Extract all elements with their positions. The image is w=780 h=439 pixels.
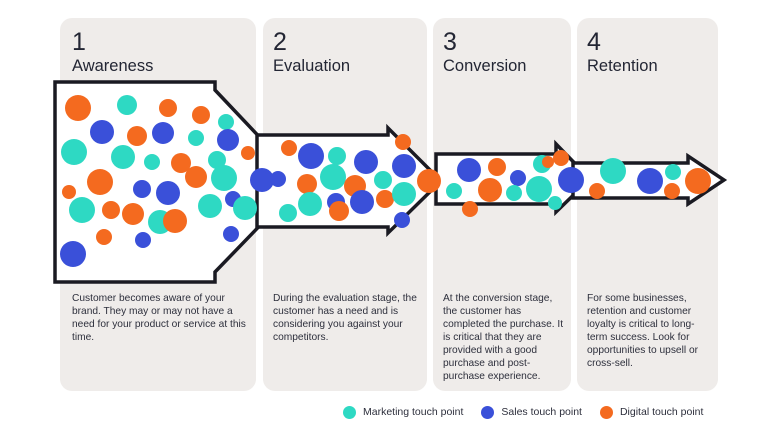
sales-touch-point [133,180,151,198]
sales-touch-point [350,190,374,214]
digital-touch-point [542,156,554,168]
stage-description-awareness: Customer becomes aware of your brand. Th… [72,293,246,343]
stage-panel-retention [577,18,718,391]
digital-touch-point [122,203,144,225]
marketing-touch-point [374,171,392,189]
digital-touch-point [87,169,113,195]
digital-touch-point [395,134,411,150]
stage-title-retention: Retention [587,57,658,75]
sales-touch-point [250,168,274,192]
sales-touch-point [394,212,410,228]
stage-title-evaluation: Evaluation [273,57,351,75]
sales-touch-point [270,171,286,187]
stage-description-conversion: At the conversion stage, the customer ha… [443,293,564,382]
marketing-touch-point [117,95,137,115]
digital-touch-point [102,201,120,219]
digital-touch-point [185,166,207,188]
legend-sales-dot [481,405,495,419]
stage-number-3: 3 [443,28,458,56]
marketing-touch-point [526,176,552,202]
marketing-touch-point [320,164,346,190]
legend-item-sales: Sales touch point [481,405,582,419]
digital-touch-point [685,168,711,194]
digital-touch-point [281,140,297,156]
legend-marketing-label: Marketing touch point [363,406,464,418]
marketing-touch-point [208,151,226,169]
marketing-touch-point [111,145,135,169]
sales-touch-point [558,167,584,193]
digital-touch-point [163,209,187,233]
marketing-touch-point [211,165,237,191]
digital-touch-point [417,169,441,193]
legend: Marketing touch point Sales touch point … [343,402,721,422]
digital-touch-point [329,201,349,221]
digital-touch-point [65,95,91,121]
stage-number-2: 2 [273,28,288,56]
marketing-touch-point [233,196,257,220]
sales-touch-point [354,150,378,174]
sales-touch-point [156,181,180,205]
legend-sales-label: Sales touch point [501,406,582,418]
digital-touch-point [553,150,569,166]
marketing-touch-point [392,182,416,206]
digital-touch-point [241,146,255,160]
digital-touch-point [192,106,210,124]
marketing-touch-point [144,154,160,170]
marketing-touch-point [198,194,222,218]
marketing-touch-point [298,192,322,216]
sales-touch-point [60,241,86,267]
marketing-touch-point [188,130,204,146]
marketing-touch-point [279,204,297,222]
legend-item-digital: Digital touch point [599,405,704,419]
digital-touch-point [96,229,112,245]
digital-touch-point [462,201,478,217]
digital-touch-point [589,183,605,199]
marketing-touch-point [548,196,562,210]
digital-touch-point [376,190,394,208]
legend-digital-label: Digital touch point [619,406,704,418]
legend-digital-dot [599,405,613,419]
sales-touch-point [90,120,114,144]
digital-touch-point [297,174,317,194]
marketing-touch-point [446,183,462,199]
stage-title-awareness: Awareness [72,57,154,75]
sales-touch-point [152,122,174,144]
marketing-touch-point [69,197,95,223]
digital-touch-point [664,183,680,199]
marketing-touch-point [506,185,522,201]
digital-touch-point [127,126,147,146]
legend-item-marketing: Marketing touch point [343,405,464,419]
sales-touch-point [392,154,416,178]
sales-touch-point [637,168,663,194]
stage-description-evaluation: During the evaluation stage, the custome… [273,293,417,343]
sales-touch-point [510,170,526,186]
marketing-touch-point [665,164,681,180]
stage-description-retention: For some businesses, retention and custo… [587,293,698,369]
stage-number-1: 1 [72,28,87,56]
digital-touch-point [488,158,506,176]
sales-touch-point [457,158,481,182]
legend-marketing-dot [343,405,356,419]
digital-touch-point [478,178,502,202]
sales-touch-point [298,143,324,169]
marketing-touch-point [600,158,626,184]
stage-title-conversion: Conversion [443,57,527,75]
digital-touch-point [159,99,177,117]
digital-touch-point [171,153,191,173]
sales-touch-point [217,129,239,151]
marketing-touch-point [328,147,346,165]
sales-touch-point [223,226,239,242]
digital-touch-point [62,185,76,199]
stage-number-4: 4 [587,28,602,56]
marketing-touch-point [218,114,234,130]
sales-touch-point [135,232,151,248]
marketing-touch-point [61,139,87,165]
